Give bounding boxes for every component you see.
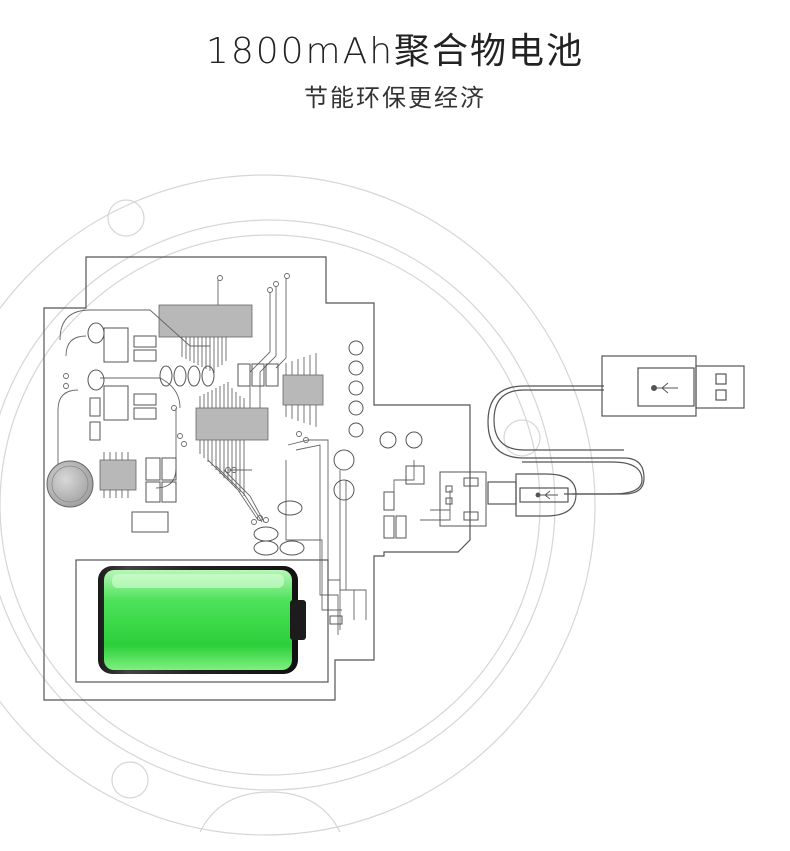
coin-cell [46, 460, 94, 508]
device-outline [0, 174, 596, 836]
battery-icon [75, 559, 329, 683]
usb-icon [651, 382, 678, 394]
chips [99, 304, 324, 491]
chip-pins [103, 337, 317, 498]
usb-icon [535, 490, 558, 500]
micro-usb-cable [487, 461, 643, 517]
pcb-board [43, 256, 471, 701]
page-title: 1800mAh聚合物电池 [205, 31, 585, 72]
page-subtitle: 节能环保更经济 [304, 84, 486, 112]
usb-a-cable [487, 355, 745, 495]
components [87, 322, 487, 625]
